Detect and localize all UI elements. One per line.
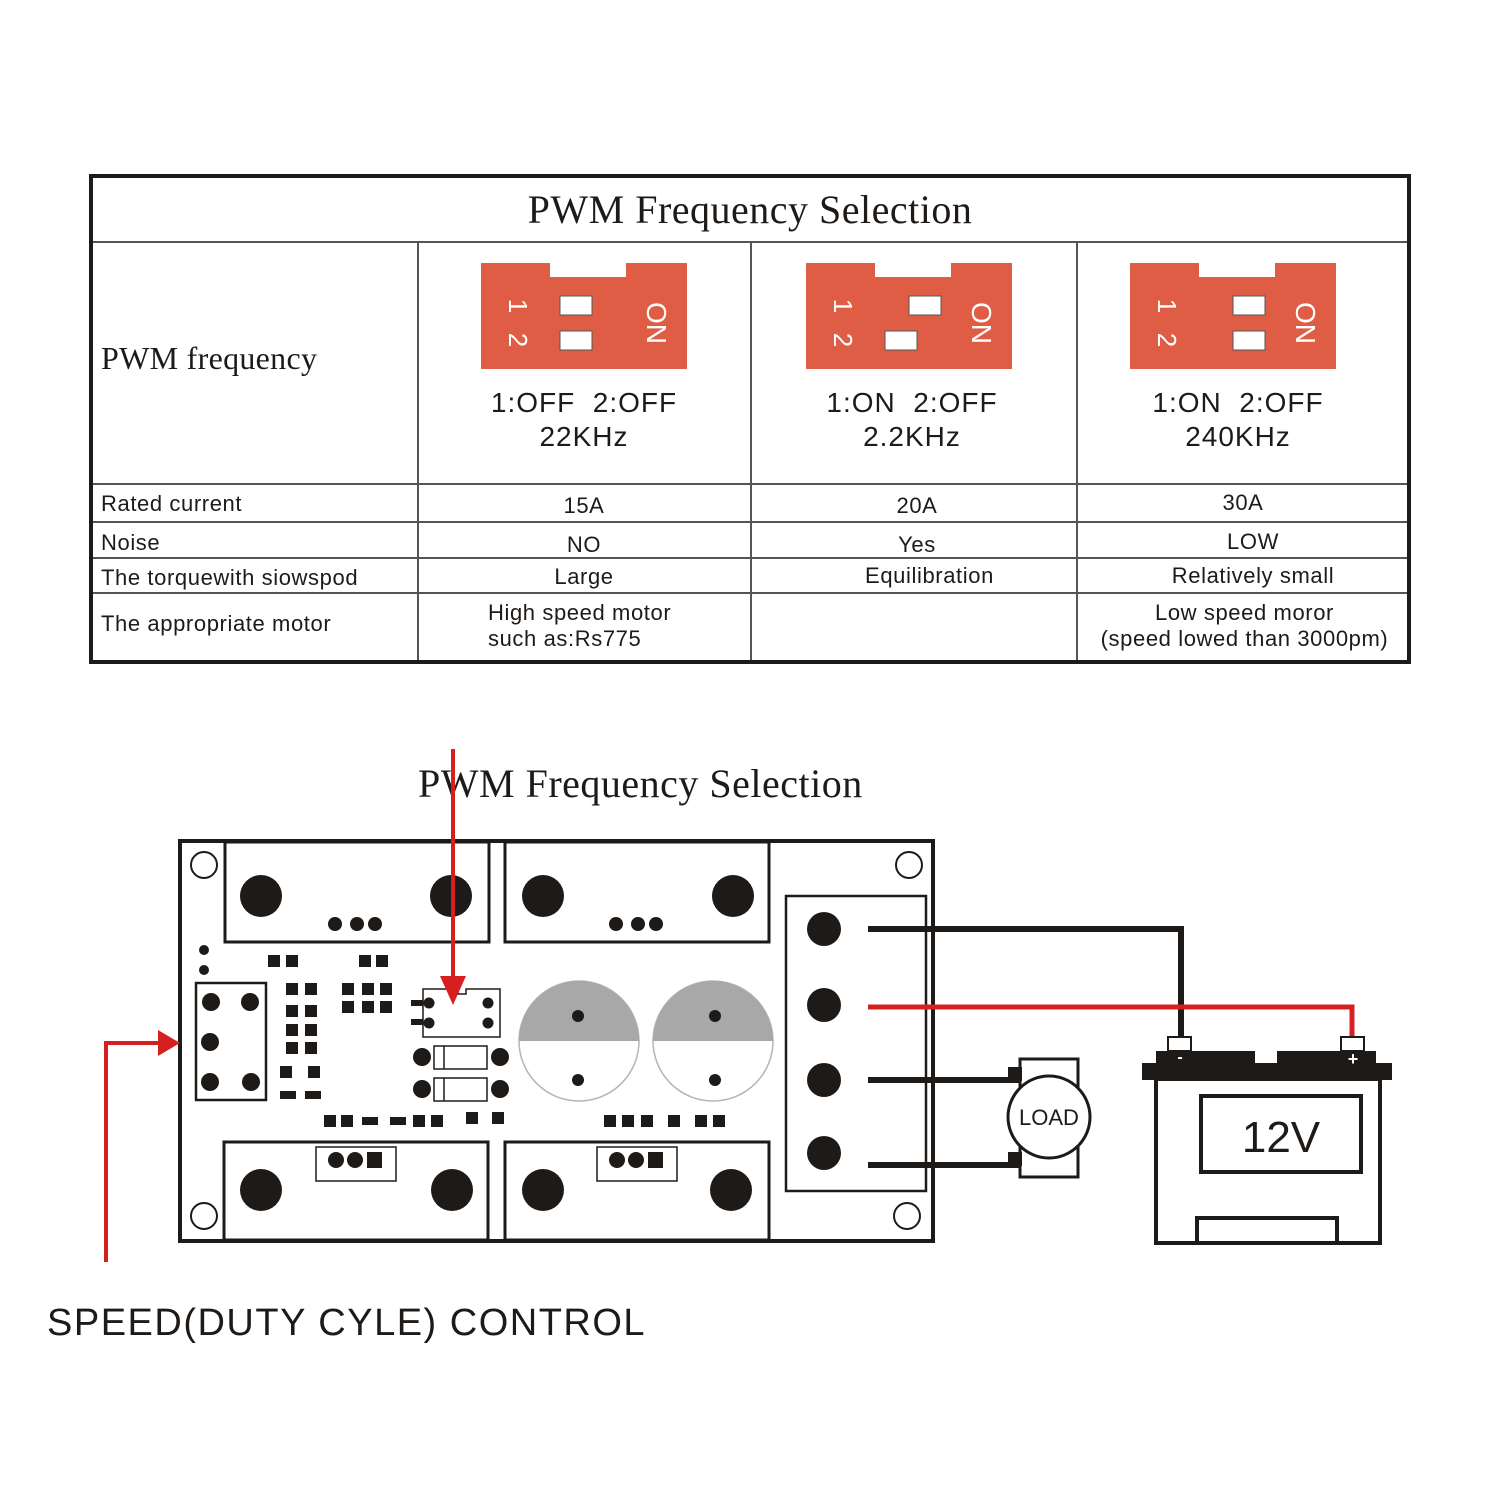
noise-col1: NO <box>566 532 602 557</box>
switch-1-slider <box>908 295 942 316</box>
speed-control-label: SPEED(DUTY CYLE) CONTROL <box>47 1302 647 1344</box>
torque-col3: Relatively small <box>1171 563 1335 588</box>
appropriate-motor-col1: High speed motor such as:Rs775 <box>488 600 748 652</box>
terminal-motor-2 <box>807 1136 841 1170</box>
mosfet-bottom-right <box>503 1140 771 1242</box>
arrow-down-icon <box>440 976 466 1005</box>
dip-switch-col1: 1 2 ON <box>481 263 687 369</box>
row-label-noise: Noise <box>101 530 161 555</box>
pwm-selection-arrow <box>440 749 466 1005</box>
diagram-title: PWM Frequency Selection <box>418 761 863 806</box>
table-title: PWM Frequency Selection <box>527 187 973 232</box>
diode <box>413 1077 509 1102</box>
setting-text: 1:ON 2:OFF <box>826 387 998 418</box>
row-label-torque: The torquewith siowspod <box>101 565 359 590</box>
battery-negative-sign: - <box>1177 1049 1182 1066</box>
switch-number-2: 2 <box>503 333 533 347</box>
rated-current-col1: 15A <box>563 493 605 518</box>
torque-col2: Equilibration <box>865 563 994 588</box>
row-label-appropriate-motor: The appropriate motor <box>101 611 332 636</box>
motor-line: (speed lowed than 3000pm) <box>1100 626 1389 651</box>
arrow-right-icon <box>158 1030 180 1056</box>
noise-col2: Yes <box>898 532 936 557</box>
switch-number-1: 1 <box>1152 299 1182 313</box>
torque-col1: Large <box>554 564 614 589</box>
battery: - + 12V <box>1142 1036 1392 1245</box>
divider <box>417 242 419 660</box>
terminal-motor-1 <box>807 1063 841 1097</box>
pcb-dip-switch <box>411 988 501 1038</box>
row-label-rated-current: Rated current <box>101 491 243 516</box>
terminal-battery-negative <box>807 912 841 946</box>
pwm-frequency-table: PWM Frequency Selection PWM frequency 1 2… <box>89 174 1411 664</box>
row-header-pwm-frequency: PWM frequency <box>101 340 318 376</box>
on-label: ON <box>966 302 997 344</box>
mosfet-bottom-left <box>222 1140 490 1242</box>
motor-line: such as:Rs775 <box>488 626 642 651</box>
mounting-hole <box>190 1202 218 1230</box>
switch-number-1: 1 <box>503 299 533 313</box>
battery-positive-sign: + <box>1348 1049 1359 1069</box>
switch-1-slider <box>1232 295 1266 316</box>
dip-switch-body <box>1130 263 1336 369</box>
switch-1-slider <box>559 295 593 316</box>
setting-text: 1:OFF 2:OFF <box>490 387 678 418</box>
switch-setting-col2: 1:ON 2:OFF 2.2KHz <box>752 386 1072 454</box>
motor-line: High speed motor <box>488 600 672 625</box>
on-label: ON <box>1290 302 1321 344</box>
divider <box>1076 242 1078 660</box>
wiring-diagram: PWM Frequency Selection <box>0 700 1500 1400</box>
rated-current-col3: 30A <box>1222 490 1264 515</box>
capacitor <box>652 980 774 1102</box>
switch-setting-col3: 1:ON 2:OFF 240KHz <box>1078 386 1398 454</box>
terminal-battery-positive <box>807 988 841 1022</box>
switch-number-2: 2 <box>828 333 858 347</box>
dip-switch-body <box>481 263 687 369</box>
frequency-value: 22KHz <box>539 421 629 452</box>
wire-positive <box>868 1004 1355 1037</box>
dip-switch-body <box>806 263 1012 369</box>
terminal-block <box>784 894 928 1193</box>
divider <box>750 242 752 660</box>
mosfet-top-left <box>223 840 491 944</box>
smd-components <box>268 955 725 1127</box>
switch-2-slider <box>1232 330 1266 351</box>
wire-negative <box>868 926 1184 1037</box>
motor-line: Low speed moror <box>1155 600 1334 625</box>
mounting-hole <box>190 851 218 879</box>
switch-setting-col1: 1:OFF 2:OFF 22KHz <box>419 386 749 454</box>
rated-current-col2: 20A <box>896 493 938 518</box>
appropriate-motor-col3: Low speed moror (speed lowed than 3000pm… <box>1078 600 1411 652</box>
speed-control-arrow <box>104 1030 180 1262</box>
mounting-hole <box>895 851 923 879</box>
speed-potentiometer-connector <box>194 981 268 1102</box>
switch-number-1: 1 <box>828 299 858 313</box>
dip-switch-col2: 1 2 ON <box>806 263 1012 369</box>
diode <box>413 1045 509 1070</box>
noise-col3: LOW <box>1227 529 1279 554</box>
mosfet-top-right <box>503 840 771 944</box>
switch-2-slider <box>559 330 593 351</box>
load-label: LOAD <box>1019 1105 1079 1130</box>
switch-number-2: 2 <box>1152 333 1182 347</box>
switch-2-slider <box>884 330 918 351</box>
on-label: ON <box>641 302 672 344</box>
frequency-value: 240KHz <box>1185 421 1291 452</box>
wiring-svg: LOAD - + 12V <box>104 749 1392 1262</box>
capacitor <box>518 980 640 1102</box>
wires <box>868 926 1355 1168</box>
dip-switch-col3: 1 2 ON <box>1130 263 1336 369</box>
battery-voltage-label: 12V <box>1242 1113 1321 1162</box>
load-motor: LOAD <box>1006 1057 1092 1179</box>
pcb-board <box>178 839 935 1243</box>
frequency-value: 2.2KHz <box>863 421 961 452</box>
setting-text: 1:ON 2:OFF <box>1152 387 1324 418</box>
mounting-hole <box>893 1202 921 1230</box>
